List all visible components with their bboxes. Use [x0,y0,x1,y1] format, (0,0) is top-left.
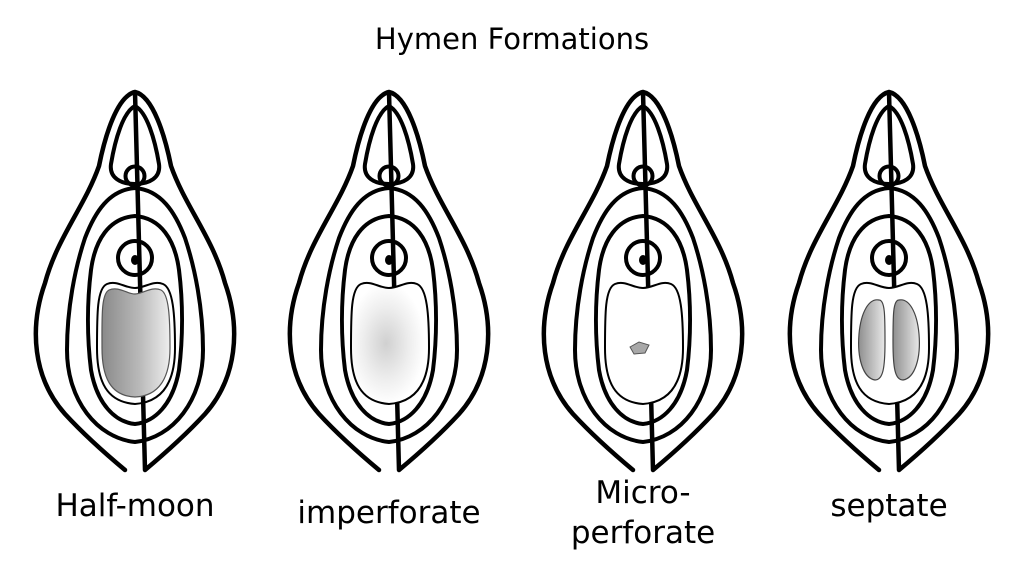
label-line: perforate [570,515,716,551]
septate-right-opening [892,299,920,381]
label-microperforate: Micro- perforate [523,473,763,553]
label-half-moon: Half-moon [25,486,245,526]
figure-septate [779,88,999,488]
diagram-title: Hymen Formations [374,22,650,56]
microperforate-illustration [533,88,753,488]
label-line: septate [830,488,948,524]
figure-microperforate [533,88,753,488]
half-moon-opening [101,288,171,398]
half-moon-illustration [25,88,245,488]
imperforate-illustration [279,88,499,488]
septate-illustration [779,88,999,488]
label-line: Half-moon [55,488,215,524]
label-septate: septate [779,486,999,526]
septate-left-opening [858,299,886,381]
imperforate-membrane [349,281,431,406]
figure-imperforate [279,88,499,488]
label-imperforate: imperforate [269,493,509,533]
figure-half-moon [25,88,245,488]
label-line: Micro- [595,475,691,511]
micro-perforation [629,341,650,355]
label-line: imperforate [297,495,481,531]
